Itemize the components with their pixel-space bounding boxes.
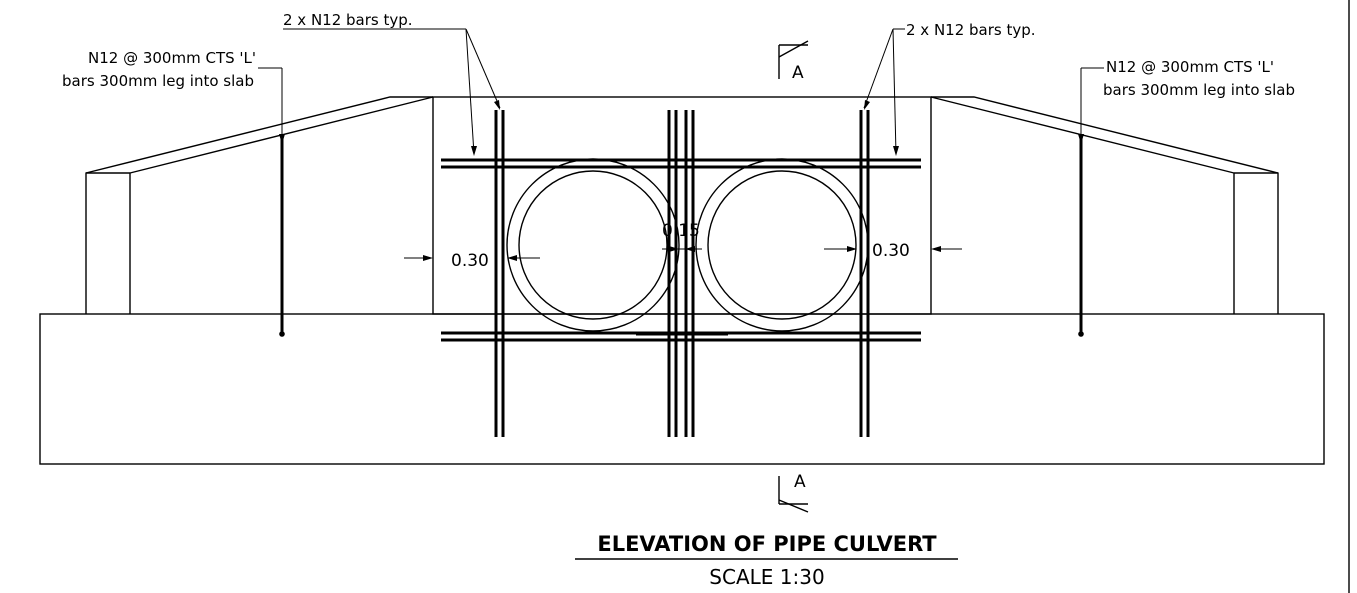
- leader-lbars-left: [258, 67, 285, 144]
- right-wing-wall: [930, 96, 1279, 314]
- label-lbars-left-line2: bars 300mm leg into slab: [62, 72, 254, 90]
- section-label-top: A: [792, 63, 804, 83]
- left-pipe: [506, 158, 680, 332]
- bottom-horizontal-bars: [441, 331, 921, 342]
- dimension-center: [662, 246, 702, 252]
- label-lbars-left-line1: N12 @ 300mm CTS 'L': [88, 49, 256, 67]
- leader-bars-left: [283, 28, 501, 156]
- section-mark-top: [778, 40, 809, 79]
- label-bars-left: 2 x N12 bars typ.: [283, 11, 413, 29]
- label-lbars-right-line1: N12 @ 300mm CTS 'L': [1106, 58, 1274, 76]
- dimension-right: [824, 246, 962, 252]
- section-mark-bottom: [778, 476, 809, 513]
- section-label-bottom: A: [794, 472, 806, 492]
- left-l-bar: [279, 135, 285, 337]
- right-vertical-bars: [859, 110, 870, 437]
- dimension-left-value: 0.30: [451, 251, 489, 271]
- label-bars-right: 2 x N12 bars typ.: [906, 21, 1036, 39]
- label-lbars-right-line2: bars 300mm leg into slab: [1103, 81, 1295, 99]
- top-horizontal-bars: [441, 158, 921, 169]
- headwall: [432, 96, 932, 315]
- drawing-title: ELEVATION OF PIPE CULVERT: [597, 532, 937, 556]
- left-wing-wall: [85, 96, 434, 314]
- dimension-right-value: 0.30: [872, 241, 910, 261]
- drawing-scale: SCALE 1:30: [709, 565, 824, 589]
- leader-bars-right: [863, 28, 905, 156]
- leader-lbars-right: [1078, 67, 1104, 144]
- dimension-center-value: 0.15: [662, 221, 700, 241]
- left-vertical-bars: [494, 110, 505, 437]
- right-pipe: [695, 158, 869, 332]
- right-l-bar: [1078, 135, 1084, 337]
- dimension-left: [404, 255, 540, 261]
- center-vertical-bars: [667, 110, 695, 437]
- footing-slab: [39, 313, 1325, 465]
